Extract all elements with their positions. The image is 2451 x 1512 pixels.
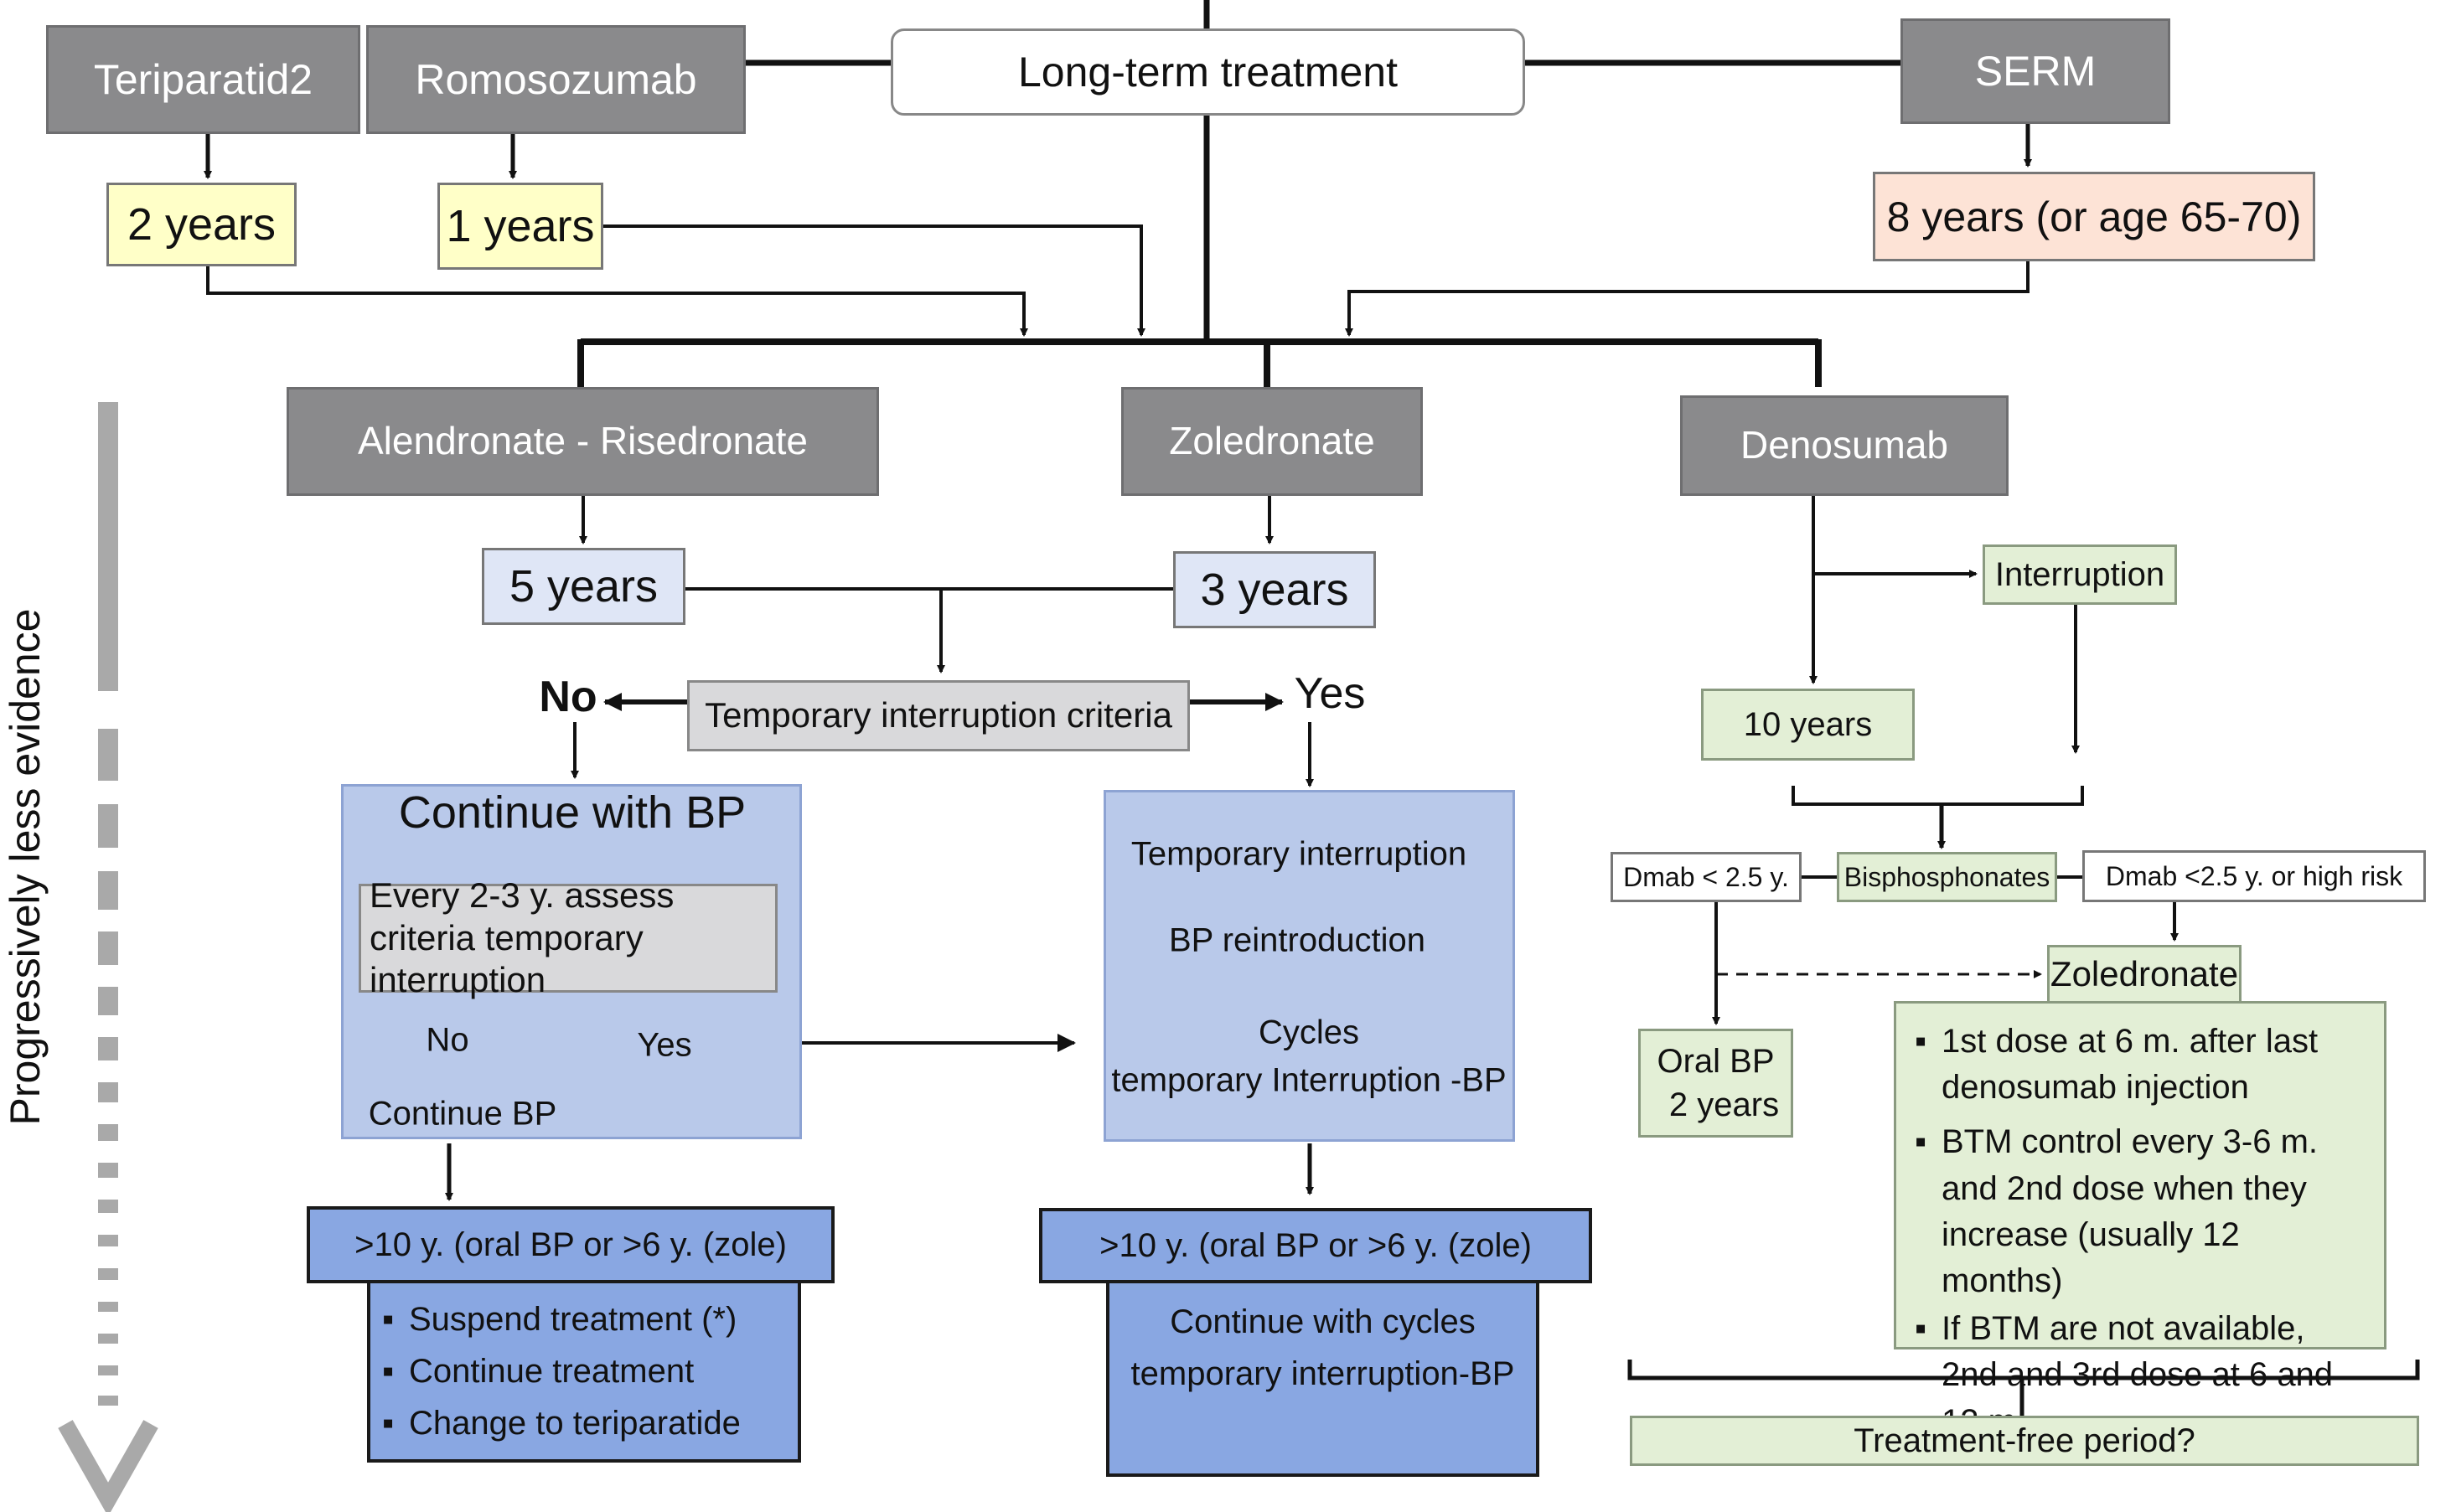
bisphosphonates-box: Bisphosphonates: [1837, 852, 2057, 902]
treatment-free-box: Treatment-free period?: [1630, 1416, 2419, 1466]
left-options-box: Suspend treatment (*) Continue treatment…: [367, 1280, 801, 1463]
ten-years-box: 10 years: [1701, 689, 1915, 761]
continue-cycles-line1: Continue with cycles: [1170, 1303, 1476, 1340]
long-term-treatment-box: Long-term treatment: [891, 28, 1525, 116]
continue-cycles-line2: temporary interruption-BP: [1130, 1355, 1515, 1392]
dmab-low-box: Dmab < 2.5 y.: [1611, 852, 1802, 902]
option-continue: Continue treatment: [382, 1351, 741, 1391]
romosozumab-duration: 1 years: [437, 183, 603, 270]
assess-criteria-box: Every 2-3 y. assess criteria temporary i…: [359, 875, 778, 999]
continue-bp-title: Continue with BP: [398, 787, 747, 838]
yes-label: Yes: [1294, 669, 1366, 718]
romosozumab-box: Romosozumab: [366, 25, 746, 134]
mid-duration-box: >10 y. (oral BP or >6 y. (zole): [1039, 1208, 1592, 1283]
option-teriparatide: Change to teriparatide: [382, 1403, 741, 1443]
bp-reintroduction-label: BP reintroduction: [1168, 921, 1426, 959]
interruption-criteria-box: Temporary interruption criteria: [687, 680, 1190, 751]
serm-box: SERM: [1900, 18, 2170, 124]
no-label: No: [539, 673, 597, 721]
teriparatide-box: Teriparatid2: [46, 25, 360, 134]
note-btm-control: BTM control every 3-6 m. and 2nd dose wh…: [1915, 1119, 2366, 1304]
zoledronate-deno-box: Zoledronate: [2047, 945, 2242, 1004]
evidence-label: Progressively less evidence: [2, 608, 49, 1126]
cycles-label: Cycles: [1258, 1014, 1360, 1051]
temporary-interruption-panel: [1104, 790, 1515, 1142]
continue-cycles-box: Continue with cycles temporary interrupt…: [1106, 1280, 1539, 1477]
zoledronate-notes-box: 1st dose at 6 m. after last denosumab in…: [1894, 1001, 2386, 1440]
option-suspend: Suspend treatment (*): [382, 1299, 741, 1339]
denosumab-box: Denosumab: [1680, 395, 2009, 496]
cycles-interruption-label: temporary Interruption -BP: [1111, 1061, 1507, 1099]
left-no-label: No: [426, 1021, 469, 1059]
temporary-interruption-label: Temporary interruption: [1130, 835, 1467, 873]
left-options-list: Suspend treatment (*) Continue treatment…: [382, 1299, 741, 1443]
teriparatide-duration: 2 years: [106, 183, 297, 266]
zoledronate-duration: 3 years: [1173, 551, 1376, 628]
zoledronate-box: Zoledronate: [1121, 387, 1423, 496]
dmab-high-box: Dmab <2.5 y. or high risk: [2082, 850, 2426, 902]
evidence-arrow: [98, 402, 118, 1406]
note-btm-unavailable: If BTM are not available, 2nd and 3rd do…: [1915, 1306, 2366, 1445]
note-first-dose: 1st dose at 6 m. after last denosumab in…: [1915, 1019, 2366, 1111]
oral-bp-line2: 2 years: [1668, 1086, 1780, 1123]
continue-bp-label: Continue BP: [368, 1095, 557, 1133]
oral-bp-line1: Oral BP: [1657, 1043, 1775, 1080]
alendronate-duration: 5 years: [482, 548, 685, 625]
left-yes-label: Yes: [637, 1026, 692, 1064]
interruption-box: Interruption: [1983, 544, 2177, 605]
serm-duration: 8 years (or age 65-70): [1873, 172, 2315, 261]
left-duration-box: >10 y. (oral BP or >6 y. (zole): [307, 1206, 835, 1283]
zoledronate-notes-list: 1st dose at 6 m. after last denosumab in…: [1915, 1019, 2366, 1445]
alendronate-risedronate-box: Alendronate - Risedronate: [287, 387, 879, 496]
oral-bp-box: Oral BP 2 years: [1638, 1029, 1793, 1138]
